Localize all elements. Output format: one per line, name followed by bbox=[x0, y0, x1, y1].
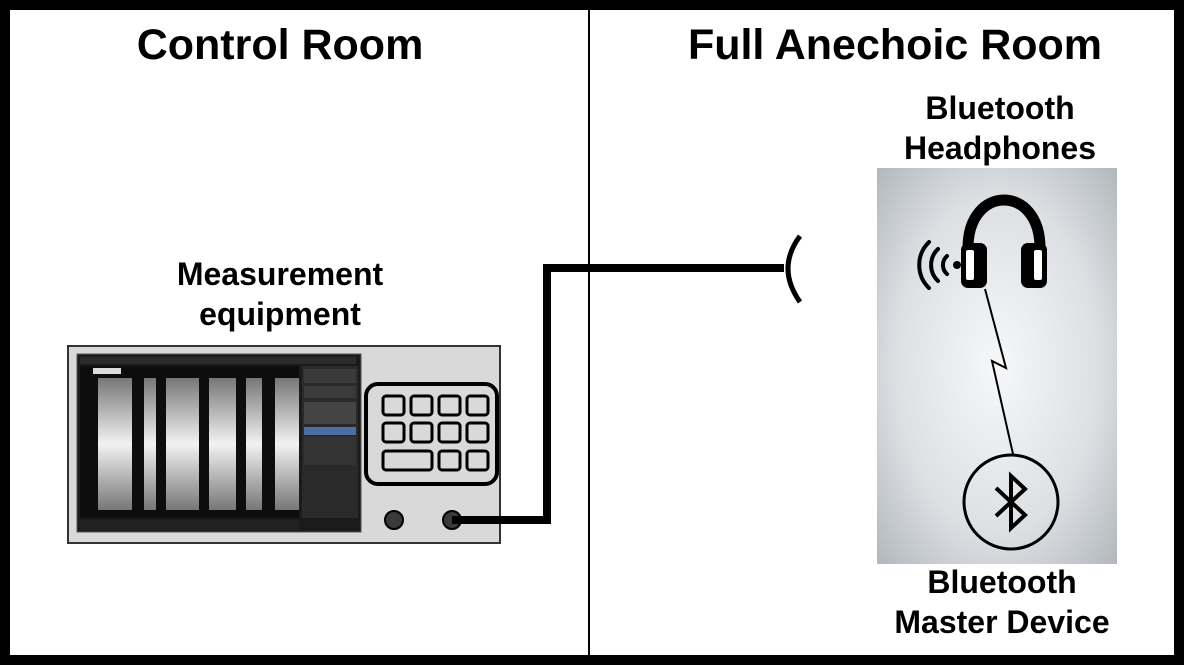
anechoic-chamber bbox=[877, 168, 1117, 564]
wireless-signal-icon bbox=[917, 240, 961, 290]
master-device-label: Bluetooth Master Device bbox=[852, 562, 1152, 642]
headphones-label: Bluetooth Headphones bbox=[860, 88, 1140, 168]
bluetooth-icon bbox=[962, 453, 1060, 551]
measurement-equipment-label-line2: equipment bbox=[199, 296, 361, 332]
instrument-knob bbox=[384, 510, 404, 530]
rf-cable bbox=[452, 264, 784, 524]
waveform-bursts bbox=[98, 378, 299, 510]
master-device-label-line1: Bluetooth bbox=[927, 564, 1077, 600]
antenna-icon bbox=[785, 234, 803, 304]
headphones-label-line1: Bluetooth bbox=[925, 90, 1075, 126]
anechoic-room-title: Full Anechoic Room bbox=[687, 21, 1103, 69]
control-room-title: Control Room bbox=[136, 21, 424, 69]
measurement-instrument bbox=[67, 345, 501, 544]
headphones-icon bbox=[961, 194, 1047, 288]
headphones-label-line2: Headphones bbox=[903, 130, 1097, 166]
keypad-keys bbox=[381, 394, 490, 472]
wireless-link-bolt bbox=[984, 288, 1014, 455]
measurement-equipment-label: Measurement equipment bbox=[130, 254, 430, 334]
master-device-label-line2: Master Device bbox=[894, 604, 1110, 640]
measurement-equipment-label-line1: Measurement bbox=[176, 256, 384, 292]
